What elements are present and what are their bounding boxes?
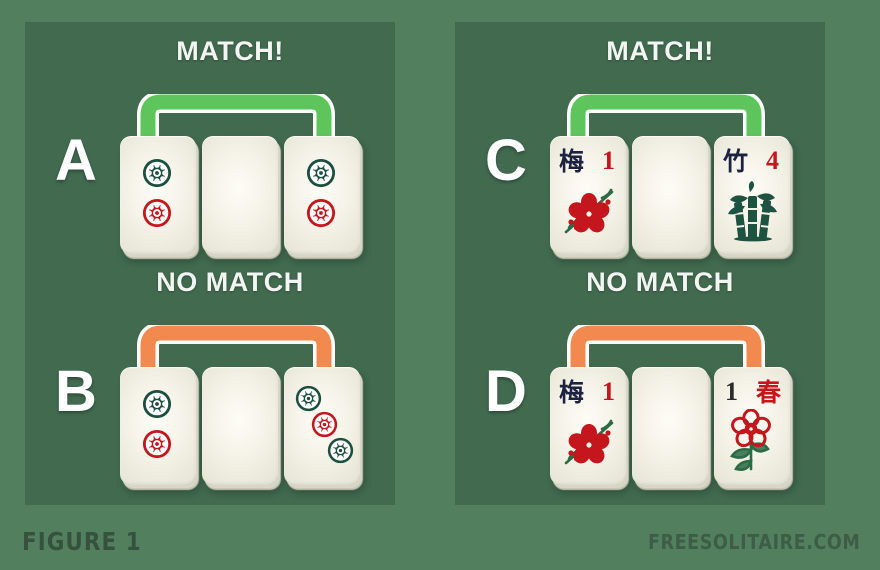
tile-face-blank xyxy=(202,367,278,485)
tile-b-middle[interactable] xyxy=(202,367,278,485)
group-letter-d: D xyxy=(485,359,527,424)
tile-a-middle[interactable] xyxy=(202,136,278,254)
figure-caption: FIGURE 1 xyxy=(22,527,142,556)
spring-number: 1 xyxy=(725,377,738,406)
tile-row-a xyxy=(120,136,360,256)
example-panel-right: MATCH! C 梅 1 xyxy=(455,22,825,505)
tile-b-left[interactable] xyxy=(120,367,196,485)
tile-row-d: 梅 1 xyxy=(550,367,790,487)
verdict-label-c: MATCH! xyxy=(606,36,714,66)
circle-dot-green-icon xyxy=(142,158,172,188)
bamboo-stalks-icon xyxy=(720,180,786,242)
bamboo-character: 竹 xyxy=(723,147,749,176)
plum-character: 梅 xyxy=(559,147,585,176)
tile-face-plum-flower: 梅 1 xyxy=(550,136,626,254)
example-group-a: MATCH! A xyxy=(25,36,395,266)
group-letter-c: C xyxy=(485,128,527,193)
tile-b-right[interactable] xyxy=(284,367,360,485)
circle-dot-green-icon xyxy=(142,389,172,419)
example-group-d: NO MATCH D 梅 1 xyxy=(455,267,825,497)
tile-face-blank xyxy=(632,136,708,254)
tile-face-two-circles xyxy=(284,136,360,254)
spring-character: 春 xyxy=(755,378,781,407)
circle-dot-green-icon xyxy=(327,437,354,464)
group-letter-b: B xyxy=(55,359,97,424)
plum-character: 梅 xyxy=(559,378,585,407)
tile-a-right[interactable] xyxy=(284,136,360,254)
plum-blossom-icon xyxy=(558,180,620,242)
tile-a-left[interactable] xyxy=(120,136,196,254)
circle-dot-green-icon xyxy=(295,385,322,412)
no-match-connector-b xyxy=(137,325,335,383)
tile-face-two-circles xyxy=(120,367,196,485)
circle-dot-green-icon xyxy=(306,158,336,188)
tile-c-right[interactable]: 竹 4 xyxy=(714,136,790,254)
tile-face-bamboo-flower: 竹 4 xyxy=(714,136,790,254)
match-connector-c xyxy=(567,94,765,152)
no-match-connector-d xyxy=(567,325,765,383)
tile-row-b xyxy=(120,367,360,487)
circle-dot-red-icon xyxy=(142,429,172,459)
tile-c-left[interactable]: 梅 1 xyxy=(550,136,626,254)
plum-blossom-icon xyxy=(558,411,620,473)
spring-flower-icon xyxy=(720,409,784,475)
verdict-label-b: NO MATCH xyxy=(156,267,304,297)
tile-face-spring-season: 1 春 xyxy=(714,367,790,485)
site-watermark: FREESOLITAIRE.COM xyxy=(647,530,860,554)
tile-face-blank xyxy=(202,136,278,254)
circle-dot-red-icon xyxy=(142,198,172,228)
example-panel-left: MATCH! A xyxy=(25,22,395,505)
circle-dot-red-icon xyxy=(311,411,338,438)
tile-face-two-circles xyxy=(120,136,196,254)
verdict-label-a: MATCH! xyxy=(176,36,284,66)
tile-face-plum-flower: 梅 1 xyxy=(550,367,626,485)
match-connector-a xyxy=(137,94,335,152)
tile-d-middle[interactable] xyxy=(632,367,708,485)
plum-number: 1 xyxy=(602,377,615,406)
group-letter-a: A xyxy=(55,128,97,193)
tile-face-blank xyxy=(632,367,708,485)
example-group-b: NO MATCH B xyxy=(25,267,395,497)
tile-face-three-circles xyxy=(284,367,360,485)
circle-dot-red-icon xyxy=(306,198,336,228)
tile-row-c: 梅 1 xyxy=(550,136,790,256)
bamboo-number: 4 xyxy=(766,146,779,175)
verdict-label-d: NO MATCH xyxy=(586,267,734,297)
example-group-c: MATCH! C 梅 1 xyxy=(455,36,825,266)
plum-number: 1 xyxy=(602,146,615,175)
tile-c-middle[interactable] xyxy=(632,136,708,254)
tile-d-left[interactable]: 梅 1 xyxy=(550,367,626,485)
tile-d-right[interactable]: 1 春 xyxy=(714,367,790,485)
